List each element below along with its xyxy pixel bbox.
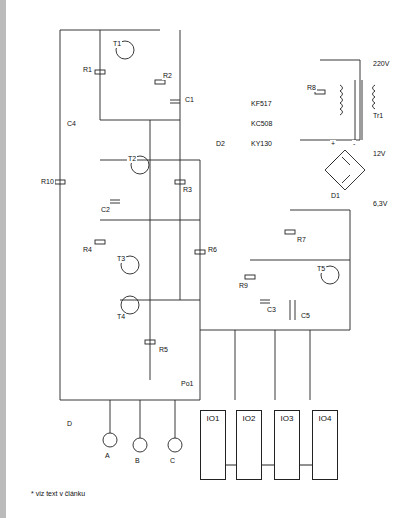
module-label: IO3 xyxy=(279,414,295,423)
part-label: R9 xyxy=(238,282,249,290)
part-label: C3 xyxy=(266,306,277,314)
bus-wire xyxy=(262,465,274,466)
module-box: IO1 xyxy=(200,410,226,480)
part-label: R3 xyxy=(182,186,193,194)
part-label: T1 xyxy=(112,40,122,48)
scan-edge xyxy=(0,0,6,518)
part-label: B xyxy=(134,457,141,465)
part-label: KF517 xyxy=(250,100,273,108)
part-label: KC508 xyxy=(250,120,273,128)
part-label: R10 xyxy=(40,178,55,186)
part-label: D xyxy=(66,420,73,428)
bus-wire xyxy=(300,465,312,466)
part-label: R4 xyxy=(82,246,93,254)
part-label: R8 xyxy=(306,84,317,92)
part-label: D1 xyxy=(330,192,341,200)
part-label: 220V xyxy=(372,60,390,68)
part-label: C1 xyxy=(184,96,195,104)
part-label: R1 xyxy=(82,66,93,74)
part-label: T2 xyxy=(127,155,137,163)
module-label: IO1 xyxy=(205,414,221,423)
part-label: R7 xyxy=(296,236,307,244)
part-label: C4 xyxy=(66,120,77,128)
module-label: IO4 xyxy=(317,414,333,423)
part-label: C xyxy=(169,457,176,465)
module-label: IO2 xyxy=(241,414,257,423)
part-label: 12V xyxy=(372,150,386,158)
part-label: Tr1 xyxy=(372,112,384,120)
part-label: * viz text v článku xyxy=(30,490,86,498)
part-label: + xyxy=(330,140,336,148)
part-label: T3 xyxy=(116,255,126,263)
part-label: D2 xyxy=(215,140,226,148)
part-label: R6 xyxy=(207,246,218,254)
part-label: C2 xyxy=(100,206,111,214)
part-label: - xyxy=(352,140,356,148)
module-box: IO3 xyxy=(274,410,300,480)
bus-wire xyxy=(226,465,236,466)
part-label: KY130 xyxy=(250,140,273,148)
part-label: R2 xyxy=(162,72,173,80)
part-label: A xyxy=(104,452,111,460)
part-label: T5 xyxy=(316,265,326,273)
part-label: Po1 xyxy=(180,380,194,388)
module-box: IO4 xyxy=(312,410,338,480)
part-label: R5 xyxy=(158,346,169,354)
part-label: T4 xyxy=(116,313,126,321)
part-label: 6,3V xyxy=(372,200,388,208)
part-label: C5 xyxy=(300,312,311,320)
module-box: IO2 xyxy=(236,410,262,480)
